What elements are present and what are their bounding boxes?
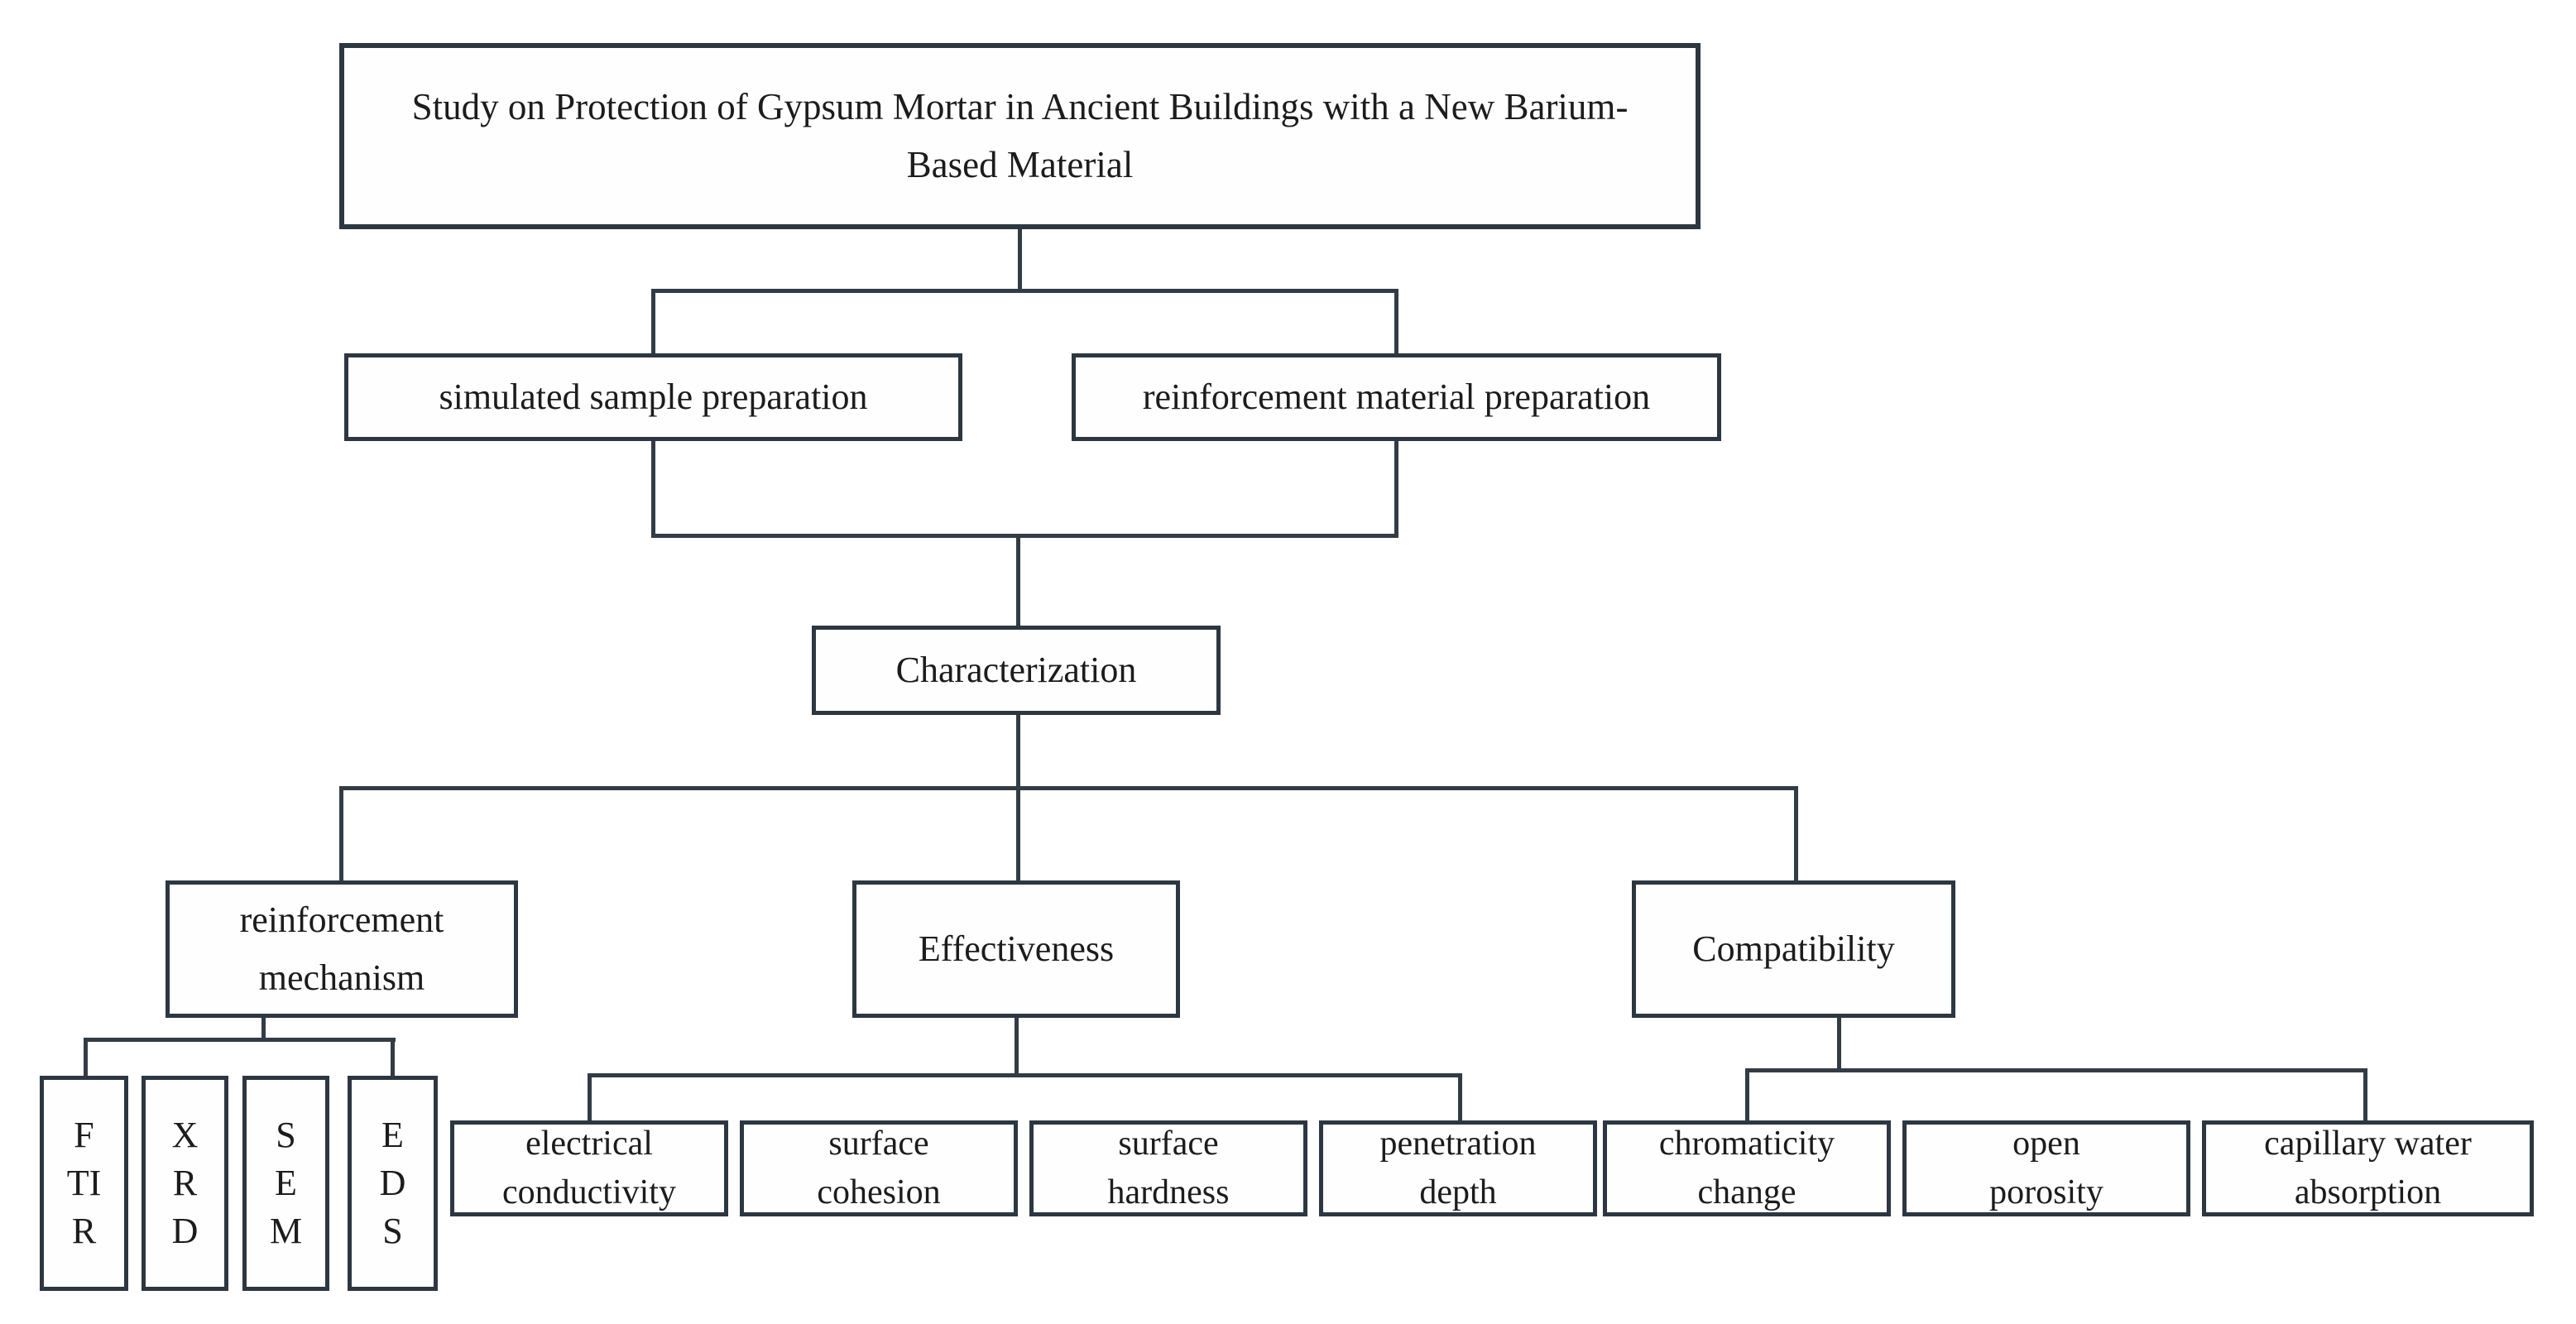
node-title-label: Study on Protection of Gypsum Mortar in … — [411, 85, 1629, 185]
node-surface-cohesion: surface cohesion — [740, 1120, 1018, 1216]
node-ftir: FTIR — [40, 1076, 128, 1291]
connector-drop-ftir — [84, 1038, 88, 1076]
node-capillary-water-absorption-label: capillary water absorption — [2264, 1125, 2472, 1211]
node-surface-hardness-label: surface hardness — [1107, 1125, 1230, 1211]
node-capillary-water-absorption: capillary water absorption — [2202, 1120, 2534, 1216]
connector-effectiveness-down — [1015, 1018, 1019, 1077]
node-xrd: XRD — [142, 1076, 228, 1291]
connector-material-down — [1394, 441, 1398, 538]
node-effectiveness: Effectiveness — [852, 880, 1180, 1018]
connector-drop-effectiveness — [1016, 786, 1020, 880]
connector-drop-material — [1394, 289, 1398, 353]
node-reinforcement-material-preparation: reinforcement material preparation — [1072, 353, 1721, 441]
node-electrical-conductivity-label: electrical conductivity — [502, 1125, 676, 1211]
node-eds: EDS — [348, 1076, 438, 1291]
connector-mechanism-down — [261, 1018, 266, 1041]
connector-mechanism-bar — [84, 1038, 396, 1042]
node-surface-cohesion-label: surface cohesion — [817, 1125, 941, 1211]
connector-level3-bar — [339, 786, 1798, 790]
node-compatibility: Compatibility — [1632, 880, 1955, 1018]
node-surface-hardness: surface hardness — [1029, 1120, 1307, 1216]
node-sem: SEM — [242, 1076, 329, 1291]
node-compatibility-label: Compatibility — [1692, 928, 1895, 969]
node-open-porosity-label: open porosity — [1989, 1125, 2103, 1211]
connector-drop-chromaticity — [1745, 1068, 1749, 1120]
connector-effectiveness-bar — [588, 1073, 1462, 1077]
connector-prep-top-bar — [651, 289, 1398, 293]
connector-drop-simulated — [651, 289, 655, 353]
node-ftir-label: FTIR — [66, 1114, 102, 1252]
node-simulated-sample-preparation-label: simulated sample preparation — [439, 376, 868, 417]
node-xrd-label: XRD — [171, 1114, 199, 1252]
connector-title-drop — [1018, 229, 1022, 293]
node-eds-label: EDS — [379, 1114, 406, 1252]
connector-drop-electrical — [588, 1073, 592, 1120]
connector-drop-eds — [391, 1038, 395, 1076]
connector-characterization-down — [1016, 715, 1020, 790]
node-reinforcement-material-preparation-label: reinforcement material preparation — [1142, 376, 1651, 417]
node-characterization: Characterization — [812, 626, 1221, 715]
connector-simulated-down — [651, 441, 655, 538]
node-simulated-sample-preparation: simulated sample preparation — [344, 353, 962, 441]
node-penetration-depth-label: penetration depth — [1379, 1125, 1537, 1211]
node-title: Study on Protection of Gypsum Mortar in … — [339, 43, 1701, 229]
connector-drop-compatibility — [1794, 786, 1798, 880]
connector-prep-bottom-bar — [651, 534, 1398, 538]
node-characterization-label: Characterization — [895, 649, 1137, 690]
node-electrical-conductivity: electrical conductivity — [450, 1120, 728, 1216]
connector-drop-capillary — [2363, 1068, 2367, 1120]
node-effectiveness-label: Effectiveness — [918, 928, 1115, 969]
node-reinforcement-mechanism: reinforcement mechanism — [165, 880, 518, 1018]
connector-compatibility-down — [1837, 1018, 1841, 1071]
connector-drop-penetration — [1458, 1073, 1462, 1120]
node-chromaticity-change: chromaticity change — [1603, 1120, 1891, 1216]
connector-characterization-drop — [1016, 534, 1020, 626]
node-penetration-depth: penetration depth — [1319, 1120, 1597, 1216]
node-chromaticity-change-label: chromaticity change — [1658, 1125, 1835, 1211]
node-reinforcement-mechanism-label: reinforcement mechanism — [239, 899, 444, 998]
connector-compatibility-bar — [1745, 1068, 2367, 1072]
node-sem-label: SEM — [269, 1114, 303, 1252]
connector-drop-mechanism — [339, 786, 343, 880]
node-open-porosity: open porosity — [1902, 1120, 2190, 1216]
